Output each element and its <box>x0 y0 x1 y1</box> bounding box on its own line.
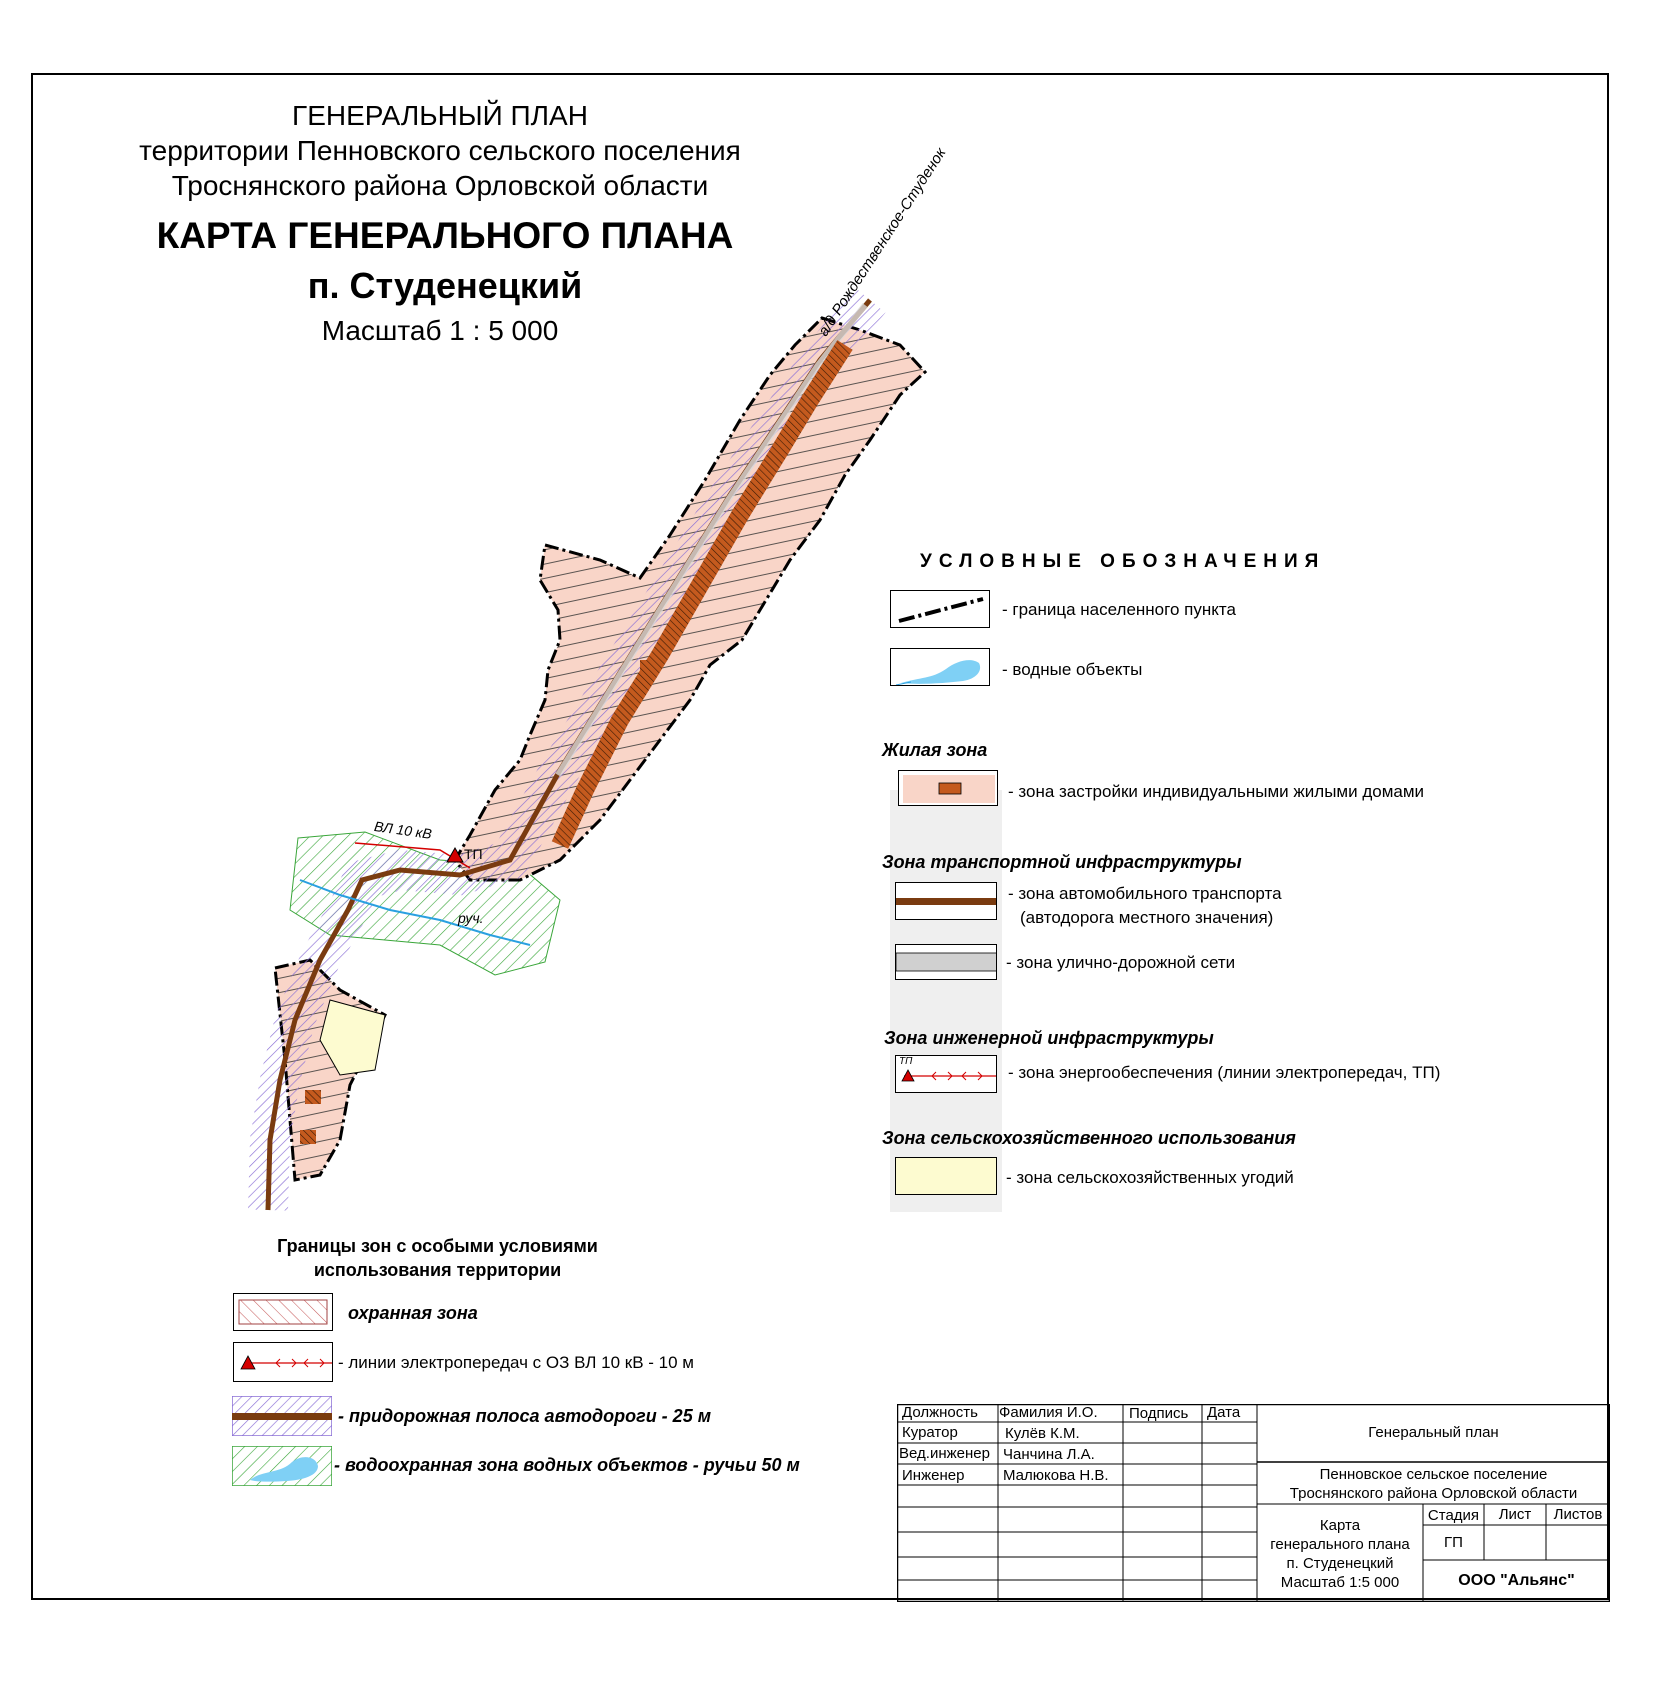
residential-group-label: Жилая зона <box>882 740 988 760</box>
water-label: - водные объекты <box>1002 660 1143 679</box>
stamp-row-1-name: Кулёв К.М. <box>1005 1425 1080 1442</box>
scale-label: Масштаб 1 : 5 000 <box>321 315 559 346</box>
legend-heading: УСЛОВНЫЕ ОБОЗНАЧЕНИЯ <box>920 551 1326 572</box>
boundary-label: - граница населенного пункта <box>1002 600 1236 619</box>
agri-label: - зона сельскохозяйственных угодий <box>1006 1168 1294 1187</box>
auto-transport-sublabel: (автодорога местного значения) <box>1020 908 1274 927</box>
stamp-row-1-position: Куратор <box>902 1424 958 1441</box>
energy-label: - зона энергообеспечения (линии электроп… <box>1008 1063 1441 1082</box>
roadside-zone-label: - придорожная полоса автодороги - 25 м <box>338 1406 712 1426</box>
stamp-stage-value: ГП <box>1444 1534 1463 1551</box>
stamp-row-2-position: Вед.инженер <box>899 1445 990 1462</box>
stamp-org-line-2: Троснянского района Орловской области <box>1289 1485 1578 1502</box>
sheet-frame <box>31 73 1609 1600</box>
title-line-3: Троснянского района Орловской области <box>171 170 709 201</box>
stamp-row-2-name: Чанчина Л.А. <box>1003 1446 1095 1463</box>
map-title: КАРТА ГЕНЕРАЛЬНОГО ПЛАНА <box>156 215 734 256</box>
transport-group-label: Зона транспортной инфраструктуры <box>882 852 1242 872</box>
engineering-group-label: Зона инженерной инфраструктуры <box>884 1028 1214 1048</box>
water-protection-label: - водоохранная зона водных объектов - ру… <box>334 1455 800 1475</box>
stamp-header-name: Фамилия И.О. <box>999 1404 1098 1421</box>
substation-label: ТП <box>464 846 483 862</box>
stamp-header-signature: Подпись <box>1129 1405 1189 1422</box>
title-line-2: территории Пенновского сельского поселен… <box>139 135 741 166</box>
auto-transport-swatch <box>895 882 997 920</box>
stamp-sheet-line-2: генерального плана <box>1270 1536 1410 1553</box>
energy-swatch <box>895 1055 997 1093</box>
stamp-header-position: Должность <box>902 1404 978 1421</box>
power-line-zone-label: - линии электропередач с ОЗ ВЛ 10 кВ - 1… <box>338 1353 694 1372</box>
stamp-sheet-line-3: п. Студенецкий <box>1286 1555 1394 1572</box>
water-swatch <box>890 648 990 686</box>
legend-sidebar <box>890 790 1002 1212</box>
stamp-doc-title: Генеральный план <box>1368 1424 1499 1441</box>
stamp-sheet-line-4: Масштаб 1:5 000 <box>1280 1574 1400 1591</box>
water-protection-swatch <box>232 1446 332 1486</box>
stamp-stage-label: Стадия <box>1427 1507 1480 1524</box>
stamp-header-date: Дата <box>1207 1404 1241 1421</box>
special-zones-heading-1: Границы зон с особыми условиями <box>277 1236 598 1256</box>
stream-label: руч. <box>458 910 484 926</box>
street-network-label: - зона улично-дорожной сети <box>1006 953 1236 972</box>
agri-swatch <box>895 1157 997 1195</box>
protection-zone-label: охранная зона <box>348 1303 478 1323</box>
settlement-title: п. Студенецкий <box>307 265 583 306</box>
stamp-lists-label: Листов <box>1553 1506 1603 1523</box>
title-stamp: Должность Фамилия И.О. Подпись Дата Кура… <box>897 1404 1610 1602</box>
stamp-row-3-position: Инженер <box>902 1467 965 1484</box>
stamp-row-3-name: Малюкова Н.В. <box>1003 1467 1109 1484</box>
residential-swatch <box>898 770 998 806</box>
power-line-zone-swatch <box>233 1342 333 1382</box>
stamp-grid <box>897 1404 1610 1602</box>
auto-transport-label: - зона автомобильного транспорта <box>1008 884 1282 903</box>
protection-zone-swatch <box>233 1293 333 1331</box>
roadside-zone-swatch <box>232 1396 332 1436</box>
agri-group-label: Зона сельскохозяйственного использования <box>882 1128 1296 1148</box>
boundary-swatch <box>890 590 990 628</box>
energy-swatch-label: ТП <box>899 1056 913 1067</box>
residential-label: - зона застройки индивидуальными жилыми … <box>1008 782 1425 801</box>
title-line-1: ГЕНЕРАЛЬНЫЙ ПЛАН <box>292 100 588 131</box>
special-zones-heading-2: использования территории <box>313 1260 562 1280</box>
stamp-org-line-1: Пенновское сельское поселение <box>1319 1466 1548 1483</box>
stamp-list-label: Лист <box>1498 1506 1532 1523</box>
stamp-sheet-line-1: Карта <box>1319 1517 1361 1534</box>
stamp-company: ООО "Альянс" <box>1458 1572 1575 1589</box>
street-network-swatch <box>895 944 997 980</box>
